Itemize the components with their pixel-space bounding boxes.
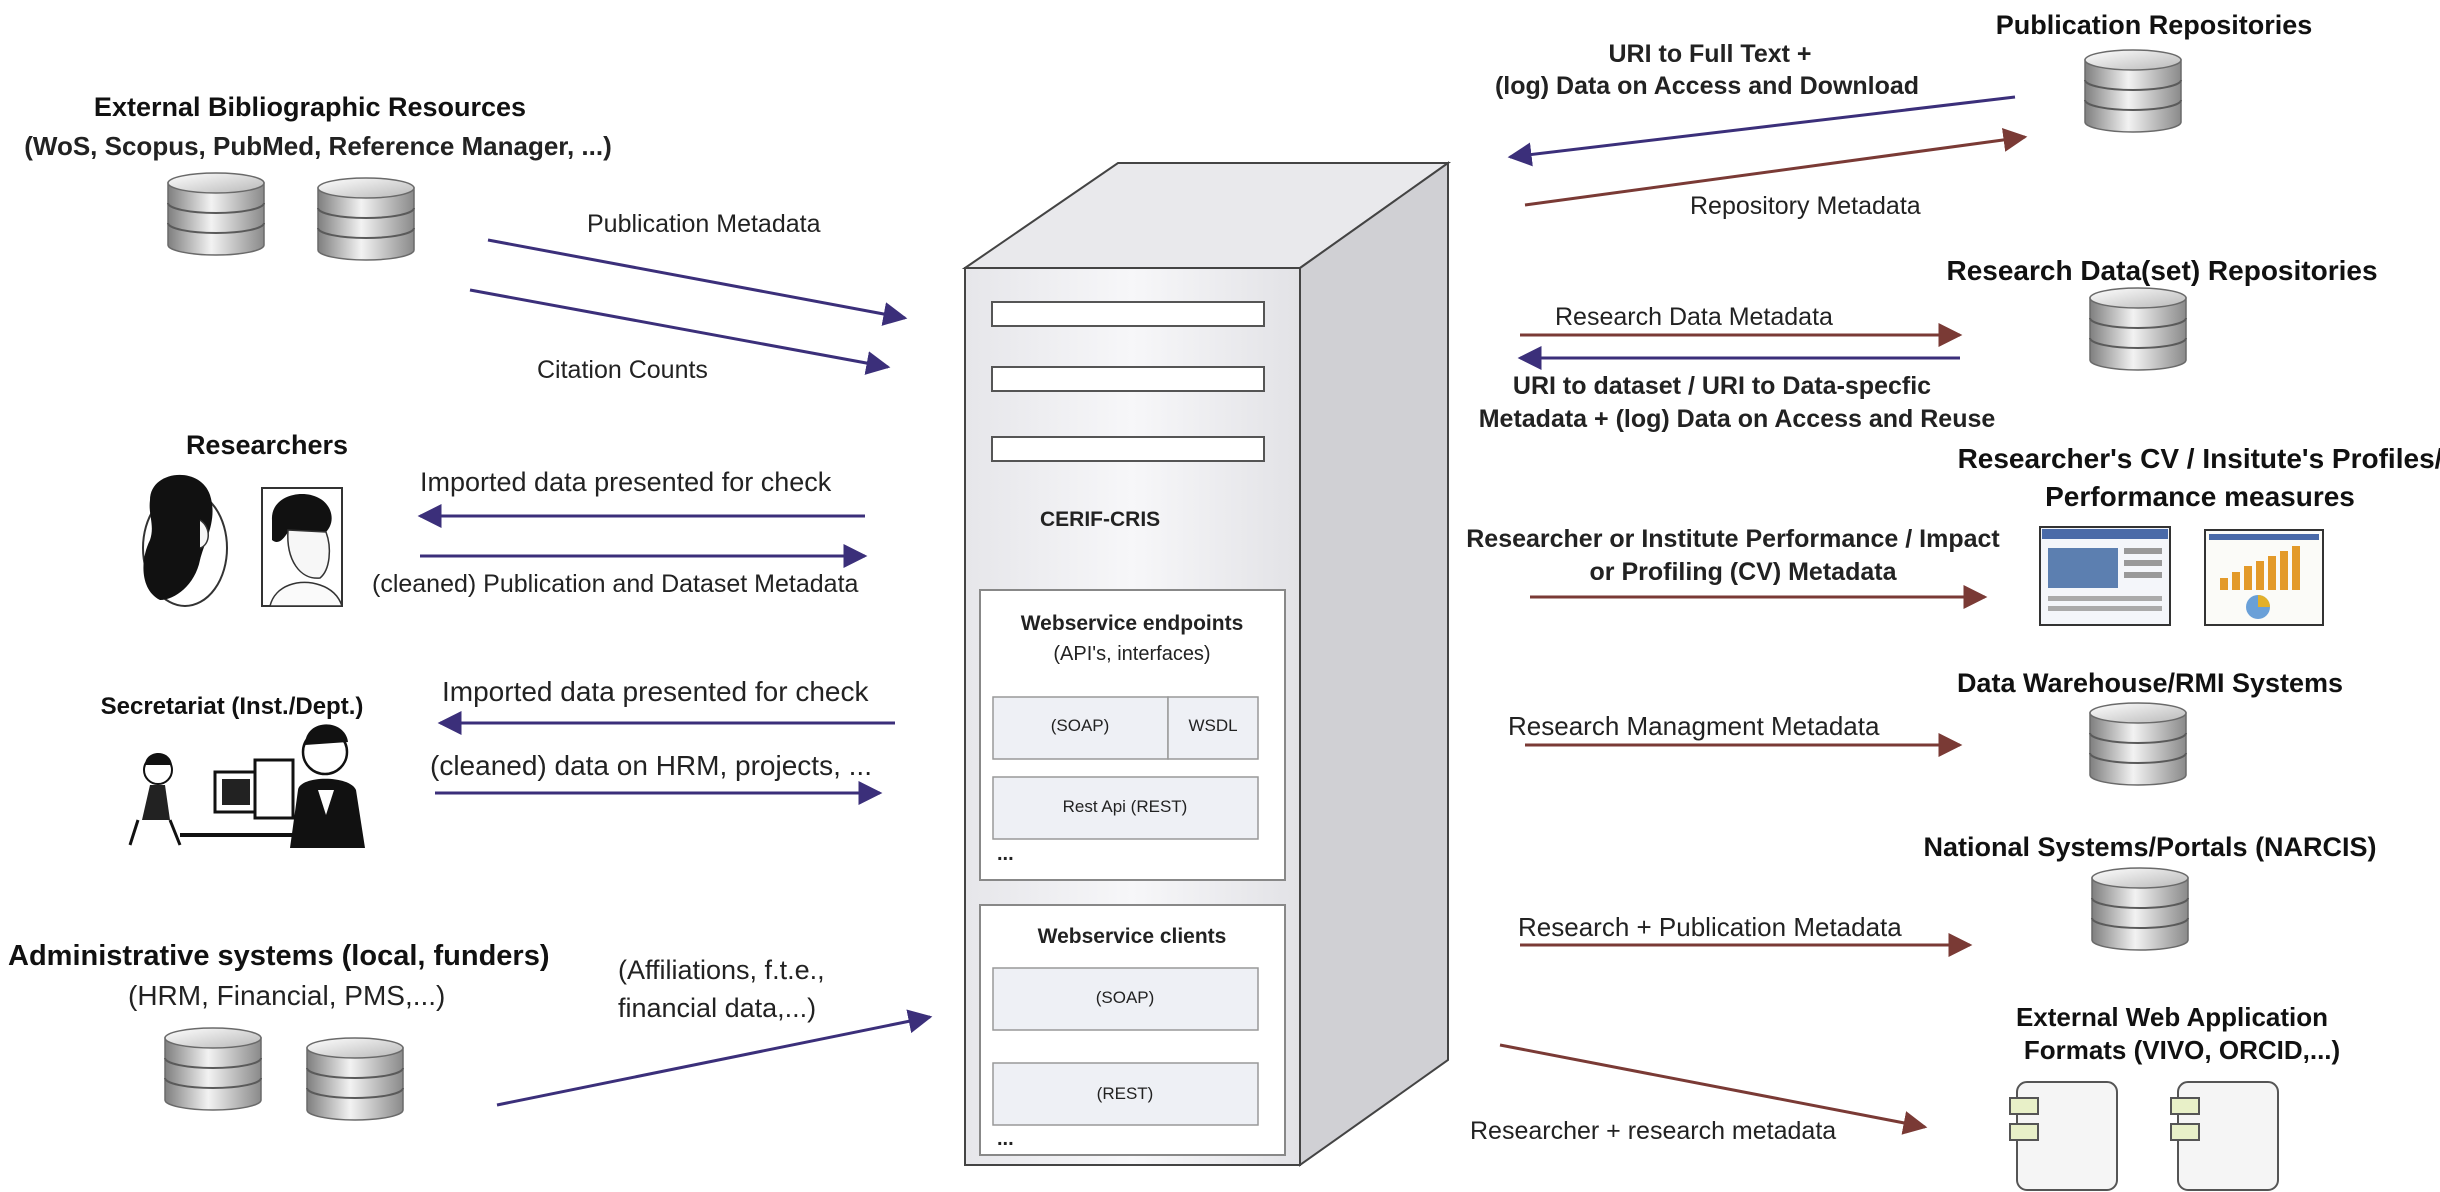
clients-title: Webservice clients: [1037, 925, 1227, 948]
web-page-thumbnail: [2039, 526, 2171, 626]
label-cleaned-hrm: (cleaned) data on HRM, projects, ...: [430, 750, 872, 781]
label-uri-dataset-2: Metadata + (log) Data on Access and Reus…: [1478, 405, 1996, 433]
database-icon: [164, 1027, 262, 1111]
label-imported-check-2: Imported data presented for check: [442, 676, 869, 707]
secretariat-title: Secretariat (Inst./Dept.): [100, 693, 364, 720]
external-web-title-1: External Web Application: [2015, 1002, 2329, 1032]
person-icon: [261, 487, 344, 607]
label-performance-2: or Profiling (CV) Metadata: [1589, 558, 1897, 586]
clients-ellipsis: ...: [997, 1128, 1014, 1150]
label-research-data-metadata: Research Data Metadata: [1555, 303, 1833, 331]
label-researcher-research: Researcher + research metadata: [1470, 1117, 1837, 1145]
database-icon: [317, 177, 415, 261]
label-repository-metadata: Repository Metadata: [1690, 192, 1921, 220]
endpoints-title: Webservice endpoints: [1020, 612, 1244, 635]
label-citation-counts: Citation Counts: [537, 356, 708, 384]
arrow-affiliations: [496, 1009, 933, 1107]
external-bibliographic-subtitle: (WoS, Scopus, PubMed, Reference Manager,…: [24, 131, 612, 161]
label-uri-full-text-1: URI to Full Text +: [1608, 40, 1812, 68]
external-bibliographic-title: External Bibliographic Resources: [93, 92, 527, 122]
label-affiliations-2: financial data,...): [618, 993, 817, 1023]
administrative-systems-title: Administrative systems (local, funders): [8, 940, 550, 972]
database-icon: [306, 1037, 404, 1121]
data-warehouse-title: Data Warehouse/RMI Systems: [1956, 668, 2344, 698]
arrow-repository-metadata: [1524, 128, 2028, 207]
endpoint-wsdl: WSDL: [1188, 716, 1238, 735]
endpoints-ellipsis: ...: [997, 843, 1014, 865]
label-imported-check-1: Imported data presented for check: [420, 467, 832, 497]
researchers-title: Researchers: [185, 430, 349, 460]
label-affiliations-1: (Affiliations, f.t.e.,: [618, 955, 825, 985]
person-icon: [142, 474, 228, 607]
cv-profiles-title-2: Performance measures: [2045, 481, 2355, 512]
database-icon: [2084, 49, 2182, 133]
research-data-repositories-title: Research Data(set) Repositories: [1946, 255, 2378, 286]
component-icon: [2009, 1081, 2118, 1191]
database-icon: [2089, 287, 2187, 371]
label-research-managment: Research Managment Metadata: [1508, 711, 1880, 741]
arrow-publication-metadata: [487, 238, 908, 326]
national-systems-title: National Systems/Portals (NARCIS): [1923, 832, 2377, 862]
arrow-citation-counts: [469, 288, 891, 375]
bar-chart-thumbnail: [2204, 529, 2324, 626]
endpoints-subtitle: (API's, interfaces): [1053, 643, 1211, 665]
left-flow-arrows: [417, 238, 933, 1107]
webservice-clients-panel: [979, 904, 1286, 1156]
database-icon: [167, 172, 265, 256]
arrow-researcher-research: [1499, 1043, 1928, 1135]
endpoint-rest: Rest Api (REST): [1062, 797, 1188, 816]
label-cleaned-publication: (cleaned) Publication and Dataset Metada…: [372, 570, 859, 598]
office-worker-icon: [128, 724, 365, 848]
label-performance-1: Researcher or Institute Performance / Im…: [1466, 525, 2000, 553]
component-icon: [2170, 1081, 2279, 1191]
publication-repositories-title: Publication Repositories: [1995, 10, 2313, 40]
client-soap: (SOAP): [1095, 988, 1155, 1007]
administrative-systems-subtitle: (HRM, Financial, PMS,...): [128, 980, 446, 1011]
label-research-publication: Research + Publication Metadata: [1518, 912, 1902, 942]
cv-profiles-title-1: Researcher's CV / Insitute's Profiles/: [1957, 443, 2440, 474]
endpoint-soap: (SOAP): [1050, 716, 1110, 735]
external-web-title-2: Formats (VIVO, ORCID,...): [2023, 1035, 2341, 1065]
label-publication-metadata: Publication Metadata: [587, 210, 821, 238]
label-uri-full-text-2: (log) Data on Access and Download: [1494, 72, 1920, 100]
arrow-uri-full-text: [1507, 95, 2016, 167]
right-flow-arrows: [1499, 95, 2028, 1135]
server-name: CERIF-CRIS: [1040, 508, 1161, 531]
label-uri-dataset-1: URI to dataset / URI to Data-specfic: [1512, 372, 1932, 400]
webservice-endpoints-panel: [979, 589, 1286, 881]
database-icon: [2091, 867, 2189, 951]
database-icon: [2089, 702, 2187, 786]
client-rest: (REST): [1096, 1084, 1154, 1103]
